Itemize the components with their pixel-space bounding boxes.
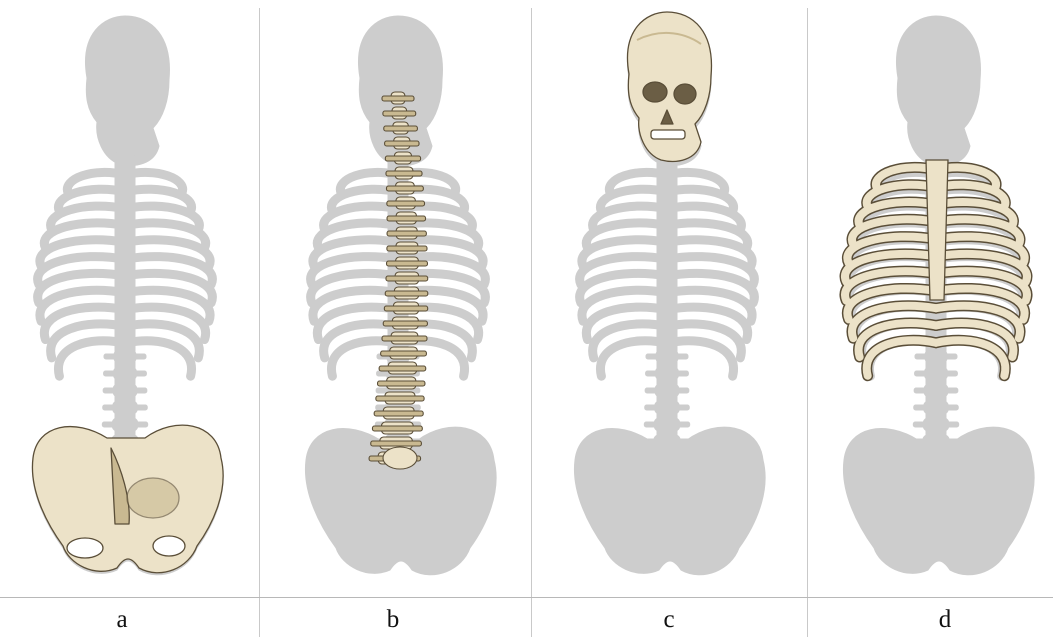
panel-c-skull [532,0,807,596]
panel-d-label: d [885,606,1005,634]
panel-d-ribcage [808,0,1053,596]
panel-a-pelvis [0,0,259,596]
panel-c-label: c [609,606,729,634]
skeleton-illustration [260,0,531,596]
skeleton-illustration [808,0,1053,596]
skeleton-illustration [532,0,807,596]
panel-a-label: a [62,606,182,634]
panel-b-label: b [333,606,453,634]
caption-divider [0,597,1053,598]
panel-b-spine [260,0,531,596]
skeleton-illustration [0,0,259,596]
